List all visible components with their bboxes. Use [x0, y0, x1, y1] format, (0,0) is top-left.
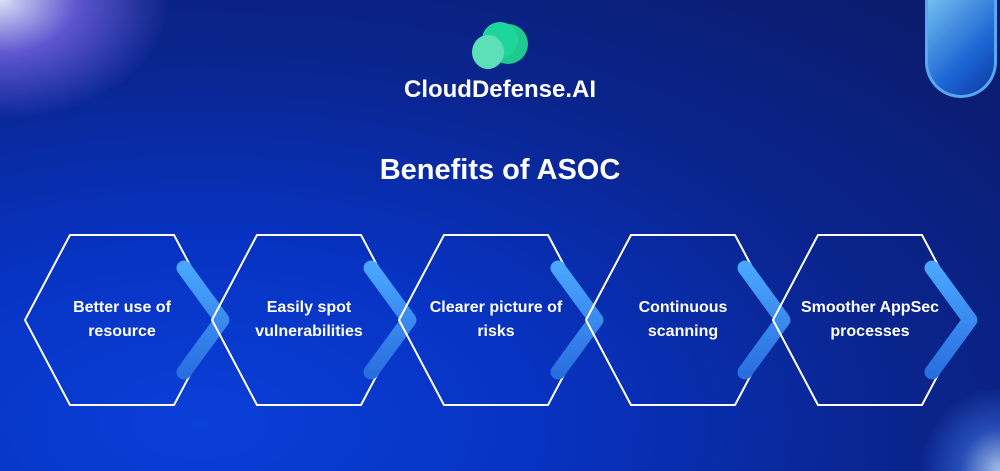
- chevron-right-icon: [176, 260, 230, 380]
- step-label: Easily spot vulnerabilities: [255, 299, 363, 340]
- chevron-right-icon: [363, 260, 417, 380]
- chevron-right-icon: [550, 260, 604, 380]
- chevron-right-icon: [924, 260, 978, 380]
- chevron-right-icon: [737, 260, 791, 380]
- decorative-glow: [0, 0, 220, 130]
- step-label: Clearer picture of risks: [429, 299, 563, 340]
- step-label: Smoother AppSec processes: [800, 299, 940, 340]
- shield-icon: [925, 0, 997, 98]
- decorative-glow: [920, 390, 1000, 471]
- cloud-icon: [472, 22, 528, 69]
- brand-name: CloudDefense.AI: [403, 76, 597, 103]
- step-label: Continuous scanning: [638, 299, 728, 340]
- page-title: Benefits of ASOC: [379, 154, 621, 186]
- step-label: Better use of resource: [73, 299, 171, 340]
